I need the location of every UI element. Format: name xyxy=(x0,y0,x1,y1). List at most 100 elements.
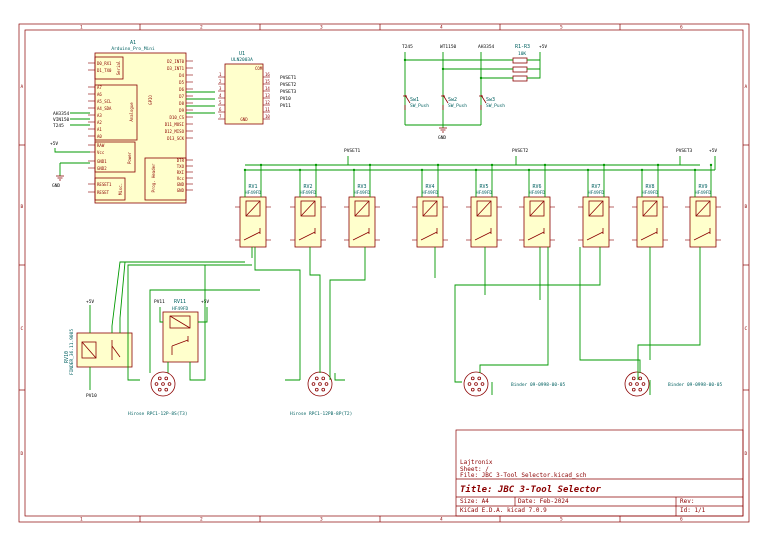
arduino-value: Arduino_Pro_Mini xyxy=(111,46,155,52)
driver-pin-right-16: 16 xyxy=(265,72,270,77)
connector-hirose-12p-shell xyxy=(150,371,176,397)
relay-rv9-value: HF49FD xyxy=(695,190,712,196)
net-label-pv10-driver: PV10 xyxy=(280,96,291,102)
frame-col-3-bottom: 3 xyxy=(320,517,323,523)
arduino-pin-reset: RESET xyxy=(97,190,110,195)
driver-pin-left-2: 2 xyxy=(219,79,222,84)
frame-col-1-bottom: 1 xyxy=(80,517,83,523)
arduino-pin-d6: D6 xyxy=(179,87,184,92)
arduino-pin-txo: TXO xyxy=(177,164,185,169)
net-label-t245-switch: T245 xyxy=(402,44,413,50)
driver-body xyxy=(224,63,264,125)
arduino-ref: A1 xyxy=(130,40,136,46)
title-id: Id: 1/1 xyxy=(680,507,706,514)
relay-rv3-value: HF49FD xyxy=(354,190,371,196)
switch-3-ref: Sw3 xyxy=(486,97,495,103)
uln2003-driver[interactable]: U1 ULN2003A COM GND 12345671615141312111… xyxy=(186,51,297,125)
net-label-5v-bus: +5V xyxy=(709,148,717,154)
relay-rv7-body xyxy=(582,196,610,248)
arduino-group-analogue: Analogue xyxy=(129,102,134,122)
relay-rv11-body xyxy=(162,311,199,363)
net-label-5v-switch: +5V xyxy=(539,44,547,50)
relay-rv2-ref: RV2 xyxy=(303,184,312,190)
driver-com: COM xyxy=(255,66,263,71)
driver-pin-right-12: 12 xyxy=(265,100,270,105)
switch-section[interactable]: T245 WT1150 AH3354 R1-R3 10K +5V Sw1 SW_… xyxy=(402,44,547,141)
connector-2-label: Hirose RPC1-12PB-8P(T2) xyxy=(290,411,352,417)
frame-col-4-top: 4 xyxy=(440,25,443,31)
arduino-pin-a1: A1 xyxy=(97,127,102,132)
net-label-pvset2-driver: PVSET2 xyxy=(280,82,297,88)
arduino-pin-d9: D9 xyxy=(179,108,184,113)
relay-rv3-body xyxy=(348,196,376,248)
connector-hirose-12pb[interactable] xyxy=(307,371,333,397)
arduino-pin-d4: D4 xyxy=(179,73,184,78)
arduino-pin-dtr: DTR xyxy=(177,158,185,163)
arduino-pin-a2: A2 xyxy=(97,120,102,125)
frame-col-4-bottom: 4 xyxy=(440,517,443,523)
relay-rv4-body xyxy=(416,196,444,248)
frame-row-b-left: B xyxy=(21,204,24,210)
resistor-ref: R1-R3 xyxy=(515,44,530,50)
frame-col-6-bottom: 6 xyxy=(680,517,683,523)
connectors xyxy=(150,371,650,397)
net-label-gnd-arduino: GND xyxy=(52,183,60,189)
arduino-pin-d12: D12_MISO xyxy=(165,129,185,134)
frame-row-c-left: C xyxy=(21,326,24,332)
arduino-pin-d5: D5 xyxy=(179,80,184,85)
title-tool: KiCad E.D.A. kicad 7.0.9 xyxy=(460,507,547,514)
relay-rv9-ref: RV9 xyxy=(698,184,707,190)
title-main: Title: JBC 3-Tool Selector xyxy=(460,484,601,495)
relay-rv6-ref: RV6 xyxy=(532,184,541,190)
net-label-pvset3-bus: PVSET3 xyxy=(676,148,693,154)
net-label-pvset2-bus: PVSET2 xyxy=(512,148,529,154)
driver-pin-right-11: 11 xyxy=(265,107,270,112)
arduino-pro-mini[interactable]: A1 Arduino_Pro_Mini Serial Analogue GPIO… xyxy=(50,40,193,204)
connector-binder-2[interactable] xyxy=(624,371,650,397)
connector-1-label: Hirose RPC1-12P-8S(T3) xyxy=(128,411,188,417)
frame-row-c-right: C xyxy=(745,326,748,332)
driver-gnd: GND xyxy=(240,117,248,122)
connector-hirose-12p[interactable] xyxy=(150,371,176,397)
driver-value: ULN2003A xyxy=(231,57,253,63)
relay-rv10-value: FINDER_36.11.9005 xyxy=(69,329,75,375)
net-label-ah3354-switch: AH3354 xyxy=(478,44,495,50)
net-label-pvset3-driver: PVSET3 xyxy=(280,89,297,95)
driver-pin-left-3: 3 xyxy=(219,86,222,91)
relay-bus: PVSET1 PVSET2 PVSET3 +5V xyxy=(245,148,717,171)
arduino-group-misc: Misc. xyxy=(118,183,123,195)
relay-rv1-ref: RV1 xyxy=(248,184,257,190)
frame-row-d-right: D xyxy=(745,451,748,457)
relay-row: RV1HF49FDRV2HF49FDRV3HF49FDRV4HF49FDRV5H… xyxy=(235,163,721,248)
title-date: Date: Feb-2024 xyxy=(518,498,569,505)
switch-2-value: SW_Push xyxy=(448,103,467,109)
arduino-pin-d0: D0_RX1 xyxy=(97,61,112,66)
driver-pin-left-6: 6 xyxy=(219,107,222,112)
frame-row-d-left: D xyxy=(21,451,24,457)
driver-pin-right-15: 15 xyxy=(265,79,270,84)
arduino-group-power: Power xyxy=(127,151,132,164)
frame-col-2-bottom: 2 xyxy=(200,517,203,523)
drawing-frame: 1 2 3 4 5 6 1 2 3 4 5 6 A B C D A B C D xyxy=(18,23,750,523)
frame-row-b-right: B xyxy=(745,204,748,210)
connector-binder-1[interactable] xyxy=(463,371,489,397)
net-label-pvset1-driver: PVSET1 xyxy=(280,75,297,81)
driver-pin-left-1: 1 xyxy=(219,72,222,77)
relay-rv10[interactable]: +5V RV10 FINDER_36.11.9005 PV10 xyxy=(64,261,245,399)
relay-rv11[interactable]: PV11 +5V RV11 HF49FD xyxy=(154,265,209,381)
frame-col-5-top: 5 xyxy=(560,25,563,31)
net-label-pv11-rv11: PV11 xyxy=(154,299,165,305)
driver-pin-right-10: 10 xyxy=(265,114,270,119)
arduino-pin-d13: D13_SCK xyxy=(167,136,184,141)
arduino-pin-a4: A4_SDA xyxy=(97,106,112,111)
